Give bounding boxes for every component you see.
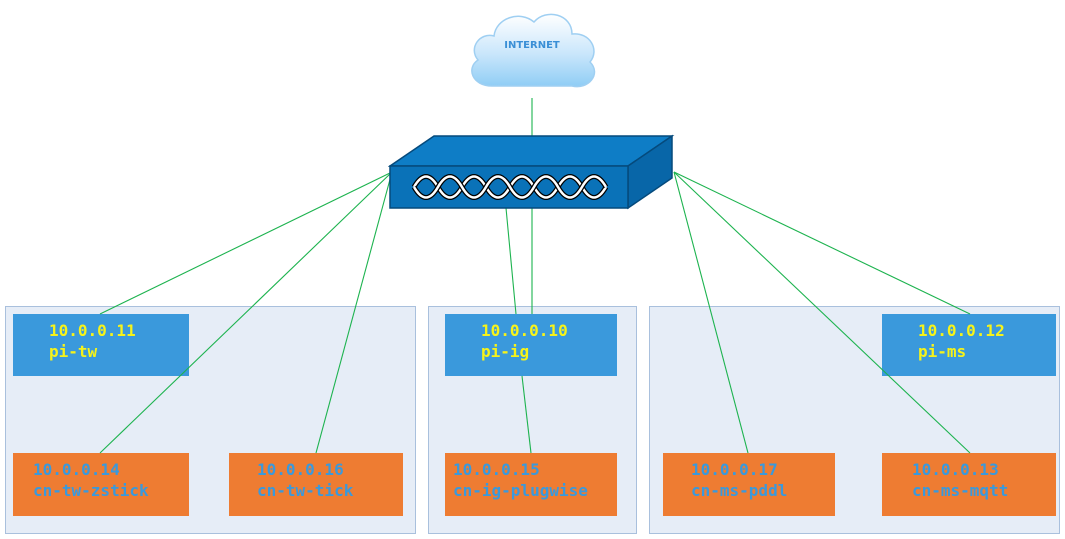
container-name: cn-tw-tick bbox=[257, 481, 354, 500]
container-cn-tw-tick: 10.0.0.16 cn-tw-tick bbox=[229, 453, 403, 516]
container-name: cn-ms-mqtt bbox=[912, 481, 1009, 500]
server-pi-ms: 10.0.0.12 pi-ms bbox=[882, 314, 1056, 376]
server-ip: 10.0.0.12 bbox=[918, 321, 1005, 340]
container-ip: 10.0.0.17 bbox=[691, 460, 778, 479]
link-switch-pi-ms bbox=[673, 171, 971, 315]
container-name: cn-tw-zstick bbox=[33, 481, 149, 500]
server-ip: 10.0.0.11 bbox=[49, 321, 136, 340]
container-name: cn-ig-plugwise bbox=[453, 481, 588, 500]
server-pi-tw: 10.0.0.11 pi-tw bbox=[13, 314, 189, 376]
server-name: pi-ig bbox=[481, 342, 530, 361]
container-cn-ms-pddl: 10.0.0.17 cn-ms-pddl bbox=[663, 453, 835, 516]
network-switch-icon bbox=[388, 134, 675, 210]
container-cn-tw-zstick: 10.0.0.14 cn-tw-zstick bbox=[13, 453, 189, 516]
container-name: cn-ms-pddl bbox=[691, 481, 788, 500]
container-ip: 10.0.0.16 bbox=[257, 460, 344, 479]
cloud-icon bbox=[471, 13, 596, 88]
server-name: pi-ms bbox=[918, 342, 967, 361]
server-ip: 10.0.0.10 bbox=[481, 321, 568, 340]
link-switch-pi-tw bbox=[99, 171, 393, 315]
container-ip: 10.0.0.14 bbox=[33, 460, 120, 479]
container-ip: 10.0.0.15 bbox=[453, 460, 540, 479]
container-cn-ig-plugwise: 10.0.0.15 cn-ig-plugwise bbox=[445, 453, 617, 516]
link-switch-pi-ig-a bbox=[505, 207, 517, 315]
internet-label: INTERNET bbox=[504, 40, 560, 51]
container-ip: 10.0.0.13 bbox=[912, 460, 999, 479]
server-name: pi-tw bbox=[49, 342, 98, 361]
server-pi-ig: 10.0.0.10 pi-ig bbox=[445, 314, 617, 376]
container-cn-ms-mqtt: 10.0.0.13 cn-ms-mqtt bbox=[882, 453, 1056, 516]
